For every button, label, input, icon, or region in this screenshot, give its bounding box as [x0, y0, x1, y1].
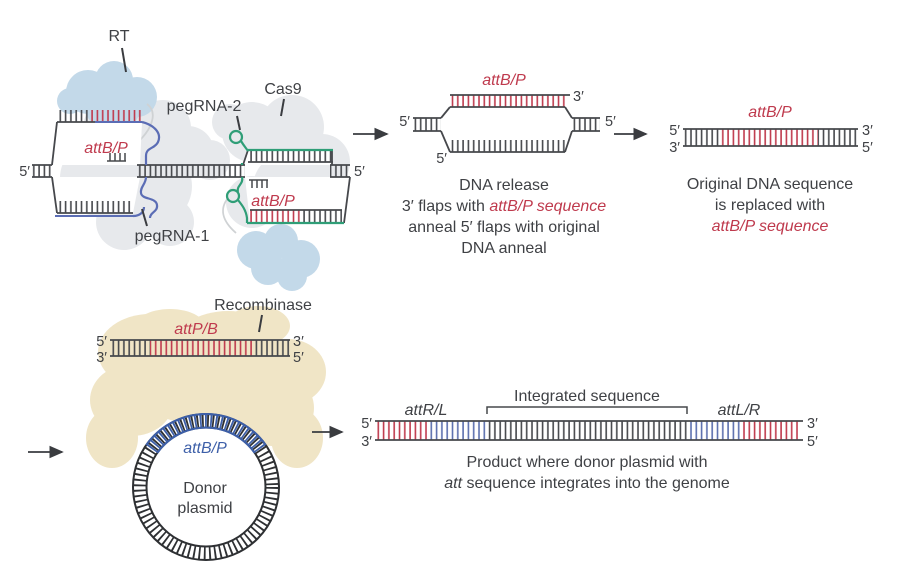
- attbp-label-linear: attB/P: [748, 104, 792, 121]
- attbp-plasmid-label: attB/P: [183, 440, 227, 457]
- p4-end-tr: 3′: [293, 334, 304, 350]
- attbp-rungs-top: [450, 95, 565, 107]
- rt-blob-bottom-right: [237, 224, 320, 291]
- panel-recombinase-donor: Recombinase attP/B 5′ 3′ 3′ 5′ attB/P Do…: [86, 297, 326, 561]
- rt-pointer-line: [121, 47, 127, 73]
- rt-label: RT: [108, 28, 129, 45]
- nick-end-left: [107, 153, 126, 162]
- p2-five-prime-right: 5′: [605, 114, 616, 130]
- panel-replaced-sequence: attB/P 5′ 3′ 3′ 5′ Original DNA sequence…: [669, 104, 873, 235]
- attbp-label-left-complex: attB/P: [84, 140, 128, 157]
- pegrna1-strand: [132, 120, 161, 219]
- integrated-sequence-label: Integrated sequence: [514, 388, 660, 405]
- p3-end-br: 5′: [862, 140, 873, 156]
- donor-plasmid: attB/P Donor plasmid: [132, 412, 280, 561]
- rt-tether-right: [222, 197, 237, 234]
- integrated-sequence-bracket: [486, 406, 688, 414]
- p3-end-tl: 5′: [669, 123, 680, 139]
- p1-five-prime-right: 5′: [354, 164, 365, 180]
- panel-integration-product: Integrated sequence attR/L attL/R 5′ 3′ …: [361, 388, 818, 492]
- nick-end-right: [249, 179, 268, 188]
- p2-caption-line1: DNA release: [459, 177, 549, 194]
- attbp-plasmid-arc: [146, 414, 266, 453]
- attbp-label-right-complex: attB/P: [251, 193, 295, 210]
- pegrna2-strand: [225, 129, 249, 223]
- right-flap-top: [248, 148, 333, 163]
- p1-five-prime-left: 5′: [19, 164, 30, 180]
- recombinase-label: Recombinase: [214, 297, 312, 314]
- p5-end-tl: 5′: [361, 416, 372, 432]
- attbp-label-bubble: attB/P: [482, 72, 526, 89]
- p2-five-prime-left: 5′: [399, 114, 410, 130]
- p3-caption-line1: Original DNA sequence: [687, 176, 853, 193]
- left-flap-bottom: [55, 201, 133, 217]
- p3-end-tr: 3′: [862, 123, 873, 139]
- p4-end-bl: 3′: [96, 350, 107, 366]
- cas9-label: Cas9: [264, 81, 301, 98]
- p5-end-tr: 3′: [807, 416, 818, 432]
- p2-caption-line4: DNA anneal: [461, 240, 546, 257]
- p2-three-prime-top: 3′: [573, 89, 584, 105]
- attbp-rungs-linear: [720, 129, 818, 146]
- p5-end-br: 5′: [807, 434, 818, 450]
- p5-end-bl: 3′: [361, 434, 372, 450]
- p3-end-bl: 3′: [669, 140, 680, 156]
- p5-caption-line1: Product where donor plasmid with: [466, 454, 707, 471]
- cas9-pointer-line: [280, 98, 285, 117]
- p5-caption-line2: att sequence integrates into the genome: [444, 475, 730, 492]
- panel-dna-release: attB/P 3′ 5′ 5′ 5′ DNA release 3′ flaps …: [399, 72, 616, 257]
- p2-caption-line3: anneal 5′ flaps with original: [408, 219, 600, 236]
- rt-tether-left: [139, 103, 154, 141]
- attrl-label: attR/L: [405, 402, 448, 419]
- pegrna1-label: pegRNA-1: [135, 228, 210, 245]
- p2-caption-line2: 3′ flaps with attB/P sequence: [402, 198, 606, 215]
- integrated-rungs: [487, 421, 690, 440]
- recombinase-pointer-line: [258, 314, 263, 333]
- pegrna2-label: pegRNA-2: [167, 98, 242, 115]
- original-strand-rungs: [450, 140, 565, 152]
- left-flap-top: [57, 110, 142, 123]
- right-flap-bottom: [247, 209, 344, 225]
- donor-plasmid-label-line1: Donor: [183, 480, 227, 497]
- p3-caption-line3: attB/P sequence: [712, 218, 829, 235]
- pegrna2-pointer-line: [236, 115, 241, 131]
- attlr-label: attL/R: [718, 402, 761, 419]
- donor-plasmid-label-line2: plasmid: [177, 500, 232, 517]
- attlr-rungs: [741, 421, 801, 440]
- bubble-interior: [441, 95, 572, 152]
- p3-caption-line2: is replaced with: [715, 197, 825, 214]
- attpb-rungs: [150, 340, 252, 356]
- attpb-label: attP/B: [174, 321, 218, 338]
- pegrna1-pointer-line: [141, 208, 148, 227]
- p4-end-tl: 5′: [96, 334, 107, 350]
- p2-five-prime-bottom: 5′: [436, 151, 447, 167]
- attrl-rungs: [377, 421, 427, 440]
- panel-twinpe-complex: 5′ 5′ attB/P attB/P RT pegRNA-2 Cas9 peg…: [19, 28, 365, 291]
- p4-end-br: 5′: [293, 350, 304, 366]
